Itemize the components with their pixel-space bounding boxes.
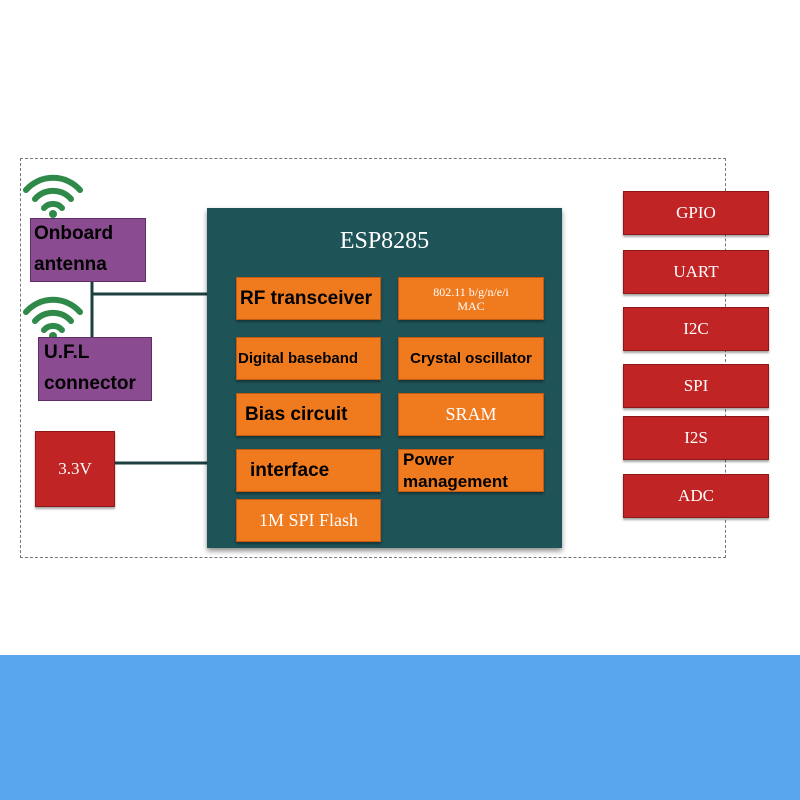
- uart-label: UART: [673, 262, 719, 281]
- bias-circuit-block: Bias circuit: [236, 393, 381, 436]
- onboard-antenna-block: Onboard antenna: [30, 218, 146, 282]
- gpio-label: GPIO: [676, 203, 716, 222]
- spi-block: SPI: [623, 364, 769, 408]
- mac-block: 802.11 b/g/n/e/i MAC: [398, 277, 544, 320]
- power-supply-block: 3.3V: [35, 431, 115, 507]
- i2c-block: I2C: [623, 307, 769, 351]
- adc-label: ADC: [678, 486, 714, 505]
- wifi-icon: [23, 174, 83, 218]
- onboard-antenna-line2: antenna: [34, 254, 107, 275]
- bottom-band: [0, 655, 800, 800]
- i2c-label: I2C: [683, 319, 709, 338]
- i2s-label: I2S: [684, 428, 708, 447]
- power-management-block: Power management: [398, 449, 544, 492]
- spi-flash-label: 1M SPI Flash: [258, 510, 359, 530]
- rf-transceiver-block: RF transceiver: [236, 277, 381, 320]
- power-management-line2: management: [403, 471, 508, 491]
- spi-flash-block: 1M SPI Flash: [236, 499, 381, 542]
- module-boundary: [20, 158, 726, 558]
- gpio-block: GPIO: [623, 191, 769, 235]
- mac-label-line1: 802.11 b/g/n/e/i: [433, 284, 509, 299]
- ufl-connector-line2: connector: [44, 373, 136, 394]
- mac-label-line2: MAC: [457, 298, 485, 313]
- sram-label: SRAM: [445, 404, 497, 424]
- digital-baseband-label: Digital baseband: [238, 350, 359, 367]
- chip-title: ESP8285: [339, 228, 430, 254]
- uart-block: UART: [623, 250, 769, 294]
- wifi-icon: [23, 296, 83, 340]
- spi-label: SPI: [683, 376, 709, 395]
- adc-block: ADC: [623, 474, 769, 518]
- onboard-antenna-line1: Onboard: [34, 223, 114, 244]
- power-management-line1: Power: [403, 449, 455, 469]
- ufl-connector-line1: U.F.L: [44, 342, 90, 363]
- sram-block: SRAM: [398, 393, 544, 436]
- interface-label: interface: [250, 459, 330, 481]
- digital-baseband-block: Digital baseband: [236, 337, 381, 380]
- crystal-oscillator-block: Crystal oscillator: [398, 337, 544, 380]
- crystal-oscillator-label: Crystal oscillator: [410, 350, 532, 367]
- interface-block: interface: [236, 449, 381, 492]
- power-supply-label: 3.3V: [58, 459, 92, 478]
- i2s-block: I2S: [623, 416, 769, 460]
- ufl-connector-block: U.F.L connector: [38, 337, 152, 401]
- rf-transceiver-label: RF transceiver: [240, 287, 373, 309]
- bias-circuit-label: Bias circuit: [245, 403, 348, 425]
